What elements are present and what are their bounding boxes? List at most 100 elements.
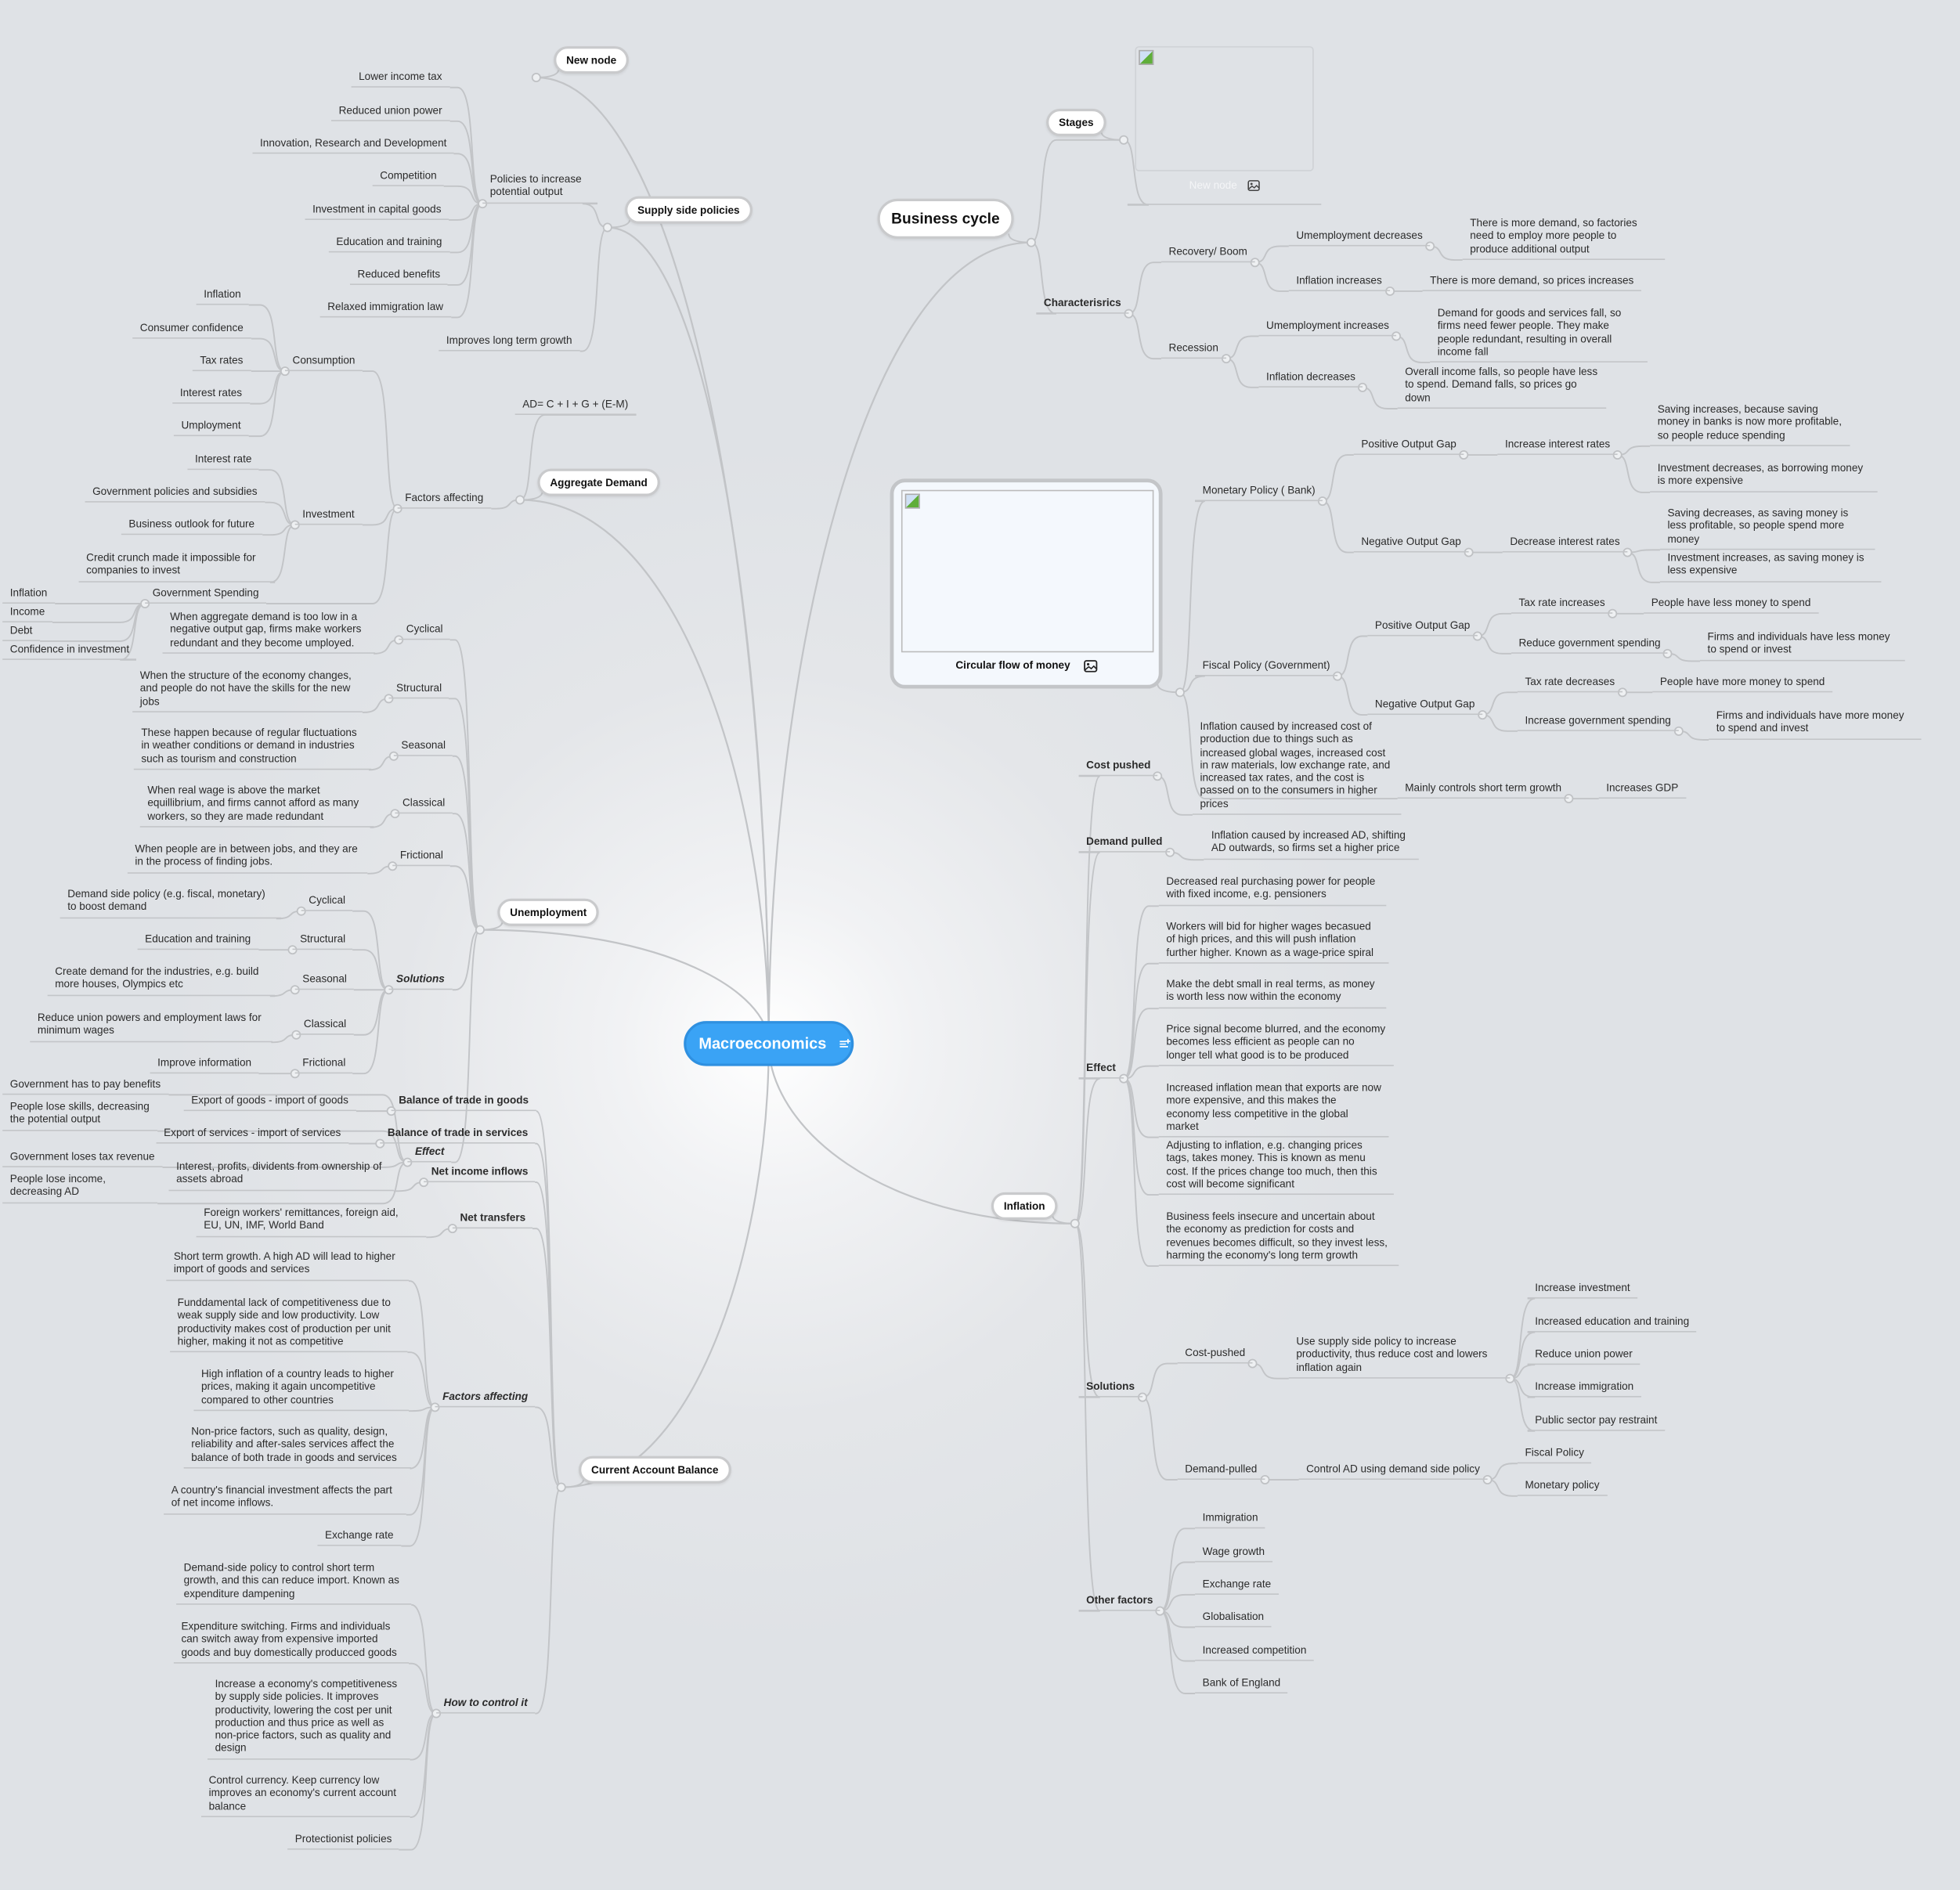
node-inflation-other[interactable]: Other factors: [1078, 1593, 1160, 1612]
node-inflation-solutions-cost-items-4[interactable]: Public sector pay restraint: [1527, 1413, 1665, 1432]
node-current-account-components-3-detail[interactable]: Foreign workers' remittances, foreign ai…: [196, 1206, 427, 1237]
node-unemployment-solutions-items-4[interactable]: Frictional: [294, 1056, 353, 1074]
node-unemployment-types-0[interactable]: Cyclical: [399, 622, 451, 640]
collapse-toggle-dot[interactable]: [1119, 135, 1129, 145]
node-inflation-solutions-cost-policy[interactable]: Use supply side policy to increase produ…: [1288, 1335, 1511, 1379]
node-aggregate-demand-factors-consumption-items-0[interactable]: Inflation: [196, 287, 249, 305]
node-unemployment-solutions-items-3-detail[interactable]: Reduce union powers and employment laws …: [30, 1011, 273, 1042]
node-inflation-solutions-cost-items-0[interactable]: Increase investment: [1527, 1281, 1638, 1300]
node-business-cycle-characteristics-recession-inflation-detail[interactable]: Overall income falls, so people have les…: [1397, 365, 1607, 409]
node-unemployment-solutions-items-1-detail[interactable]: Education and training: [137, 932, 258, 950]
node-aggregate-demand-factors-investment-items-1[interactable]: Government policies and subsidies: [85, 485, 265, 503]
node-current-account-components-2-detail[interactable]: Interest, profits, dividents from owners…: [168, 1160, 394, 1191]
node-current-account-control-items-3[interactable]: Control currency. Keep currency low impr…: [201, 1773, 410, 1817]
node-supply-side-policies[interactable]: Policies to increase potential output: [482, 172, 598, 204]
node-inflation-demand-pulled-detail[interactable]: Inflation caused by increased AD, shifti…: [1204, 828, 1419, 860]
node-circular-flow-monetary-negative[interactable]: Negative Output Gap: [1353, 535, 1469, 554]
node-aggregate-demand-factors-government-items-2[interactable]: Debt: [2, 624, 41, 642]
node-unemployment[interactable]: Unemployment: [497, 898, 600, 926]
node-aggregate-demand-factors-consumption-items-4[interactable]: Umployment: [173, 419, 249, 437]
node-circular-flow-monetary[interactable]: Monetary Policy ( Bank): [1195, 484, 1323, 502]
node-business-cycle-characteristics-recovery-unemployment[interactable]: Umemployment decreases: [1288, 229, 1431, 247]
node-unemployment-effect-items-3[interactable]: People lose income, decreasing AD: [2, 1172, 158, 1203]
node-current-account-components-2[interactable]: Net income inflows: [424, 1165, 536, 1183]
node-aggregate-demand-factors-investment-items-3[interactable]: Credit crunch made it impossible for com…: [78, 551, 276, 583]
node-current-account-control-items-1[interactable]: Expenditure switching. Firms and individ…: [173, 1620, 409, 1664]
node-unemployment-solutions-items-3[interactable]: Classical: [296, 1017, 354, 1036]
node-inflation-effect-items-3[interactable]: Price signal become blurred, and the eco…: [1158, 1023, 1394, 1066]
node-business-cycle-characteristics-recession-inflation[interactable]: Inflation decreases: [1258, 370, 1363, 388]
node-current-account-factors-items-0[interactable]: Short term growth. A high AD will lead t…: [166, 1250, 409, 1281]
node-aggregate-demand-factors-government-items-1[interactable]: Income: [2, 605, 52, 623]
node-circular-flow-short-term[interactable]: Mainly controls short term growth: [1397, 781, 1569, 799]
node-circular-flow-fiscal-positive-actions-0[interactable]: Tax rate increases: [1511, 596, 1613, 615]
node-inflation-other-items-0[interactable]: Immigration: [1195, 1511, 1266, 1529]
node-current-account-control[interactable]: How to control it: [436, 1696, 536, 1715]
node-unemployment-solutions-items-2-detail[interactable]: Create demand for the industries, e.g. b…: [47, 965, 276, 996]
node-new-node[interactable]: New node: [554, 46, 630, 74]
node-inflation-solutions-cost[interactable]: Cost-pushed: [1177, 1346, 1253, 1365]
node-circular-flow-fiscal-positive-actions-0-effect[interactable]: People have less money to spend: [1644, 596, 1818, 615]
collapse-toggle-dot[interactable]: [478, 199, 488, 209]
node-aggregate-demand-factors-consumption-items-1[interactable]: Consumer confidence: [132, 321, 251, 340]
node-circular-flow-fiscal-negative-actions-1[interactable]: Increase government spending: [1517, 713, 1679, 732]
node-business-cycle-characteristics-recovery-inflation-detail[interactable]: There is more demand, so prices increase…: [1422, 274, 1641, 292]
node-current-account-components-0-detail[interactable]: Export of goods - import of goods: [183, 1094, 356, 1112]
node-circular-flow-fiscal-negative-actions-0[interactable]: Tax rate decreases: [1517, 675, 1623, 693]
node-business-cycle-characteristics-recession-unemployment[interactable]: Umemployment increases: [1258, 319, 1397, 337]
node-inflation-other-items-1[interactable]: Wage growth: [1195, 1545, 1272, 1563]
node-aggregate-demand-factors-government[interactable]: Government Spending: [145, 586, 267, 604]
node-inflation-solutions-demand-policy[interactable]: Control AD using demand side policy: [1298, 1463, 1488, 1481]
collapse-toggle-dot[interactable]: [556, 1482, 566, 1492]
node-unemployment-types-2-detail[interactable]: These happen because of regular fluctuat…: [133, 726, 372, 770]
node-unemployment-types-3-detail[interactable]: When real wage is above the market equil…: [139, 784, 374, 828]
node-unemployment-effect[interactable]: Effect: [407, 1145, 453, 1163]
node-inflation[interactable]: Inflation: [991, 1192, 1058, 1220]
node-circular-flow-fiscal[interactable]: Fiscal Policy (Government): [1195, 658, 1338, 677]
node-aggregate-demand-factors-consumption-items-3[interactable]: Interest rates: [172, 386, 250, 405]
image-icon[interactable]: [1083, 660, 1097, 673]
node-supply-side-policies-items-0[interactable]: Lower income tax: [351, 70, 450, 88]
node-inflation-solutions-cost-items-1[interactable]: Increased education and training: [1527, 1315, 1697, 1333]
node-inflation-effect-items-2[interactable]: Make the debt small in real terms, as mo…: [1158, 977, 1387, 1008]
node-current-account-components-1-detail[interactable]: Export of services - import of services: [156, 1126, 348, 1145]
collapse-toggle-dot[interactable]: [602, 222, 612, 233]
node-business-cycle-characteristics-recovery-inflation[interactable]: Inflation increases: [1288, 274, 1390, 292]
circular-flow-image-node[interactable]: Circular flow of money: [890, 478, 1163, 689]
node-circular-flow-monetary-positive-effects-1[interactable]: Investment decreases, as borrowing money…: [1650, 461, 1878, 492]
node-inflation-effect-items-5[interactable]: Adjusting to inflation, e.g. changing pr…: [1158, 1138, 1394, 1196]
node-current-account-control-items-4[interactable]: Protectionist policies: [287, 1832, 399, 1850]
node-current-account-control-items-0[interactable]: Demand-side policy to control short term…: [176, 1561, 412, 1605]
node-inflation-effect-items-0[interactable]: Decreased real purchasing power for peop…: [1158, 875, 1387, 906]
node-circular-flow-monetary-negative-action[interactable]: Decrease interest rates: [1502, 535, 1628, 554]
node-circular-flow-monetary-positive[interactable]: Positive Output Gap: [1353, 438, 1464, 456]
node-supply-side-policies-items-3[interactable]: Competition: [372, 169, 445, 187]
node-supply-side-policies-items-2[interactable]: Innovation, Research and Development: [252, 136, 454, 154]
node-unemployment-solutions-items-4-detail[interactable]: Improve information: [150, 1056, 259, 1074]
node-current-account-factors-items-3[interactable]: Non-price factors, such as quality, desi…: [183, 1425, 412, 1469]
node-inflation-solutions-cost-items-2[interactable]: Reduce union power: [1527, 1347, 1641, 1365]
collapse-toggle-dot[interactable]: [1505, 1373, 1515, 1383]
node-inflation-solutions-demand[interactable]: Demand-pulled: [1177, 1463, 1265, 1481]
node-aggregate-demand-formula[interactable]: AD= C + I + G + (E-M): [514, 398, 636, 416]
node-unemployment-solutions-items-1[interactable]: Structural: [292, 932, 353, 950]
node-business-cycle-characteristics-recession[interactable]: Recession: [1160, 341, 1226, 359]
node-current-account[interactable]: Current Account Balance: [579, 1455, 731, 1484]
node-unemployment-types-4[interactable]: Frictional: [392, 849, 451, 867]
node-business-cycle-stages[interactable]: Stages: [1046, 108, 1106, 136]
node-current-account-factors-items-1[interactable]: Funddamental lack of competitiveness due…: [170, 1296, 408, 1353]
node-circular-flow-fiscal-positive-actions-1-effect[interactable]: Firms and individuals have less money to…: [1699, 630, 1905, 661]
collapse-toggle-dot[interactable]: [1175, 687, 1185, 698]
node-aggregate-demand-factors-consumption-items-2[interactable]: Tax rates: [192, 354, 251, 372]
node-circular-flow-fiscal-positive-actions-1[interactable]: Reduce government spending: [1511, 637, 1669, 655]
node-aggregate-demand-factors-investment-items-2[interactable]: Business outlook for future: [121, 518, 262, 536]
node-inflation-solutions-demand-items-0[interactable]: Fiscal Policy: [1517, 1446, 1592, 1464]
node-current-account-factors[interactable]: Factors affecting: [435, 1390, 536, 1408]
node-aggregate-demand-factors-government-items-3[interactable]: Confidence in investment: [2, 642, 137, 661]
node-circular-flow-monetary-negative-effects-1[interactable]: Investment increases, as saving money is…: [1659, 551, 1882, 583]
node-business-cycle-stages-image-node[interactable]: New node: [1127, 46, 1322, 206]
node-inflation-cost-pushed[interactable]: Cost pushed: [1078, 759, 1158, 777]
node-inflation-effect-items-6[interactable]: Business feels insecure and uncertain ab…: [1158, 1210, 1399, 1267]
node-supply-side-growth[interactable]: Improves long term growth: [439, 334, 580, 352]
node-current-account-components-0[interactable]: Balance of trade in goods: [391, 1094, 536, 1112]
